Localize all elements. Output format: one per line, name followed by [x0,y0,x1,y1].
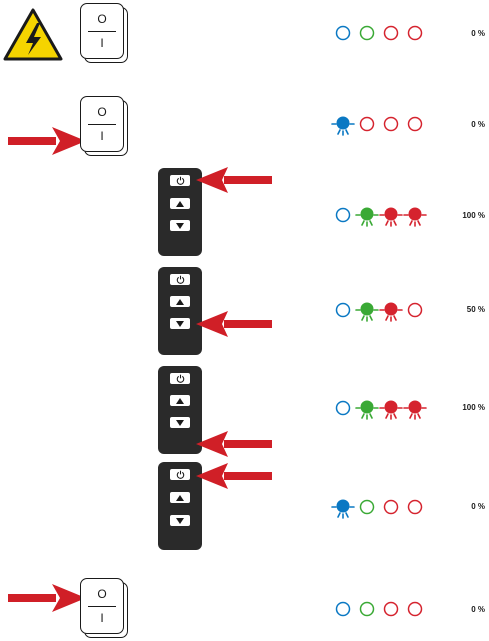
power-icon [176,275,184,284]
led-red-off [383,499,399,515]
led-red-off [407,601,423,617]
percent-label: 0 % [471,605,485,614]
switch-on-label: I [100,36,104,50]
down-button[interactable] [170,318,190,329]
led-red-off [407,25,423,41]
switch-off-label: O [97,587,107,601]
remote-control [158,366,202,454]
arrow-down-icon [176,517,184,524]
percent-label: 0 % [471,29,485,38]
switch-divider [88,606,116,608]
up-button[interactable] [170,296,190,307]
led-red-on [403,207,427,227]
remote-control [158,267,202,355]
power-button[interactable] [170,175,190,186]
percent-label: 50 % [466,305,485,314]
led-red-off [407,302,423,318]
led-blue-off [335,207,351,223]
led-green-off [359,25,375,41]
led-green-off [359,499,375,515]
arrow-up-icon [176,200,184,207]
led-red-off [383,601,399,617]
down-button[interactable] [170,515,190,526]
led-red-off [407,116,423,132]
power-button[interactable] [170,469,190,480]
led-red-off [407,499,423,515]
led-blue-off [335,400,351,416]
power-icon [176,470,184,479]
led-green-on [355,207,379,227]
power-switch-off[interactable]: O I [80,3,128,63]
switch-divider [88,31,116,33]
power-switch-on[interactable]: O I [80,96,128,156]
led-red-off [383,25,399,41]
power-switch-off[interactable]: O I [80,578,128,638]
led-green-on [355,400,379,420]
high-voltage-warning-icon [3,8,63,61]
arrow-down-icon [176,320,184,327]
led-green-on [355,302,379,322]
switch-rocker: O I [80,96,124,152]
red-arrow-icon [8,584,86,612]
arrow-up-icon [176,298,184,305]
arrow-up-icon [176,397,184,404]
up-button[interactable] [170,198,190,209]
led-red-off [359,116,375,132]
led-green-off [359,601,375,617]
led-blue-off [335,25,351,41]
switch-on-label: I [100,611,104,625]
red-arrow-icon [8,127,86,155]
led-red-on [379,302,403,322]
led-red-off [383,116,399,132]
power-icon [176,374,184,383]
led-blue-off [335,302,351,318]
switch-on-label: I [100,129,104,143]
remote-control [158,462,202,550]
remote-control [158,168,202,256]
red-arrow-icon [196,167,272,193]
power-button[interactable] [170,373,190,384]
led-indicators [331,25,427,617]
switch-off-label: O [97,105,107,119]
percent-label: 0 % [471,502,485,511]
led-red-on [379,400,403,420]
led-blue-on [331,499,355,519]
power-icon [176,176,184,185]
down-button[interactable] [170,220,190,231]
arrow-up-icon [176,494,184,501]
up-button[interactable] [170,492,190,503]
switch-rocker: O I [80,578,124,634]
percent-label: 100 % [462,211,485,220]
switch-divider [88,124,116,126]
down-button[interactable] [170,417,190,428]
up-button[interactable] [170,395,190,406]
red-arrow-icon [196,431,272,457]
switch-rocker: O I [80,3,124,59]
percent-label: 0 % [471,120,485,129]
arrow-down-icon [176,222,184,229]
arrow-down-icon [176,419,184,426]
red-arrow-icon [196,463,272,489]
switch-off-label: O [97,12,107,26]
red-arrow-icon [196,311,272,337]
led-red-on [403,400,427,420]
percent-label: 100 % [462,403,485,412]
led-blue-on [331,116,355,136]
led-red-on [379,207,403,227]
power-button[interactable] [170,274,190,285]
led-blue-off [335,601,351,617]
